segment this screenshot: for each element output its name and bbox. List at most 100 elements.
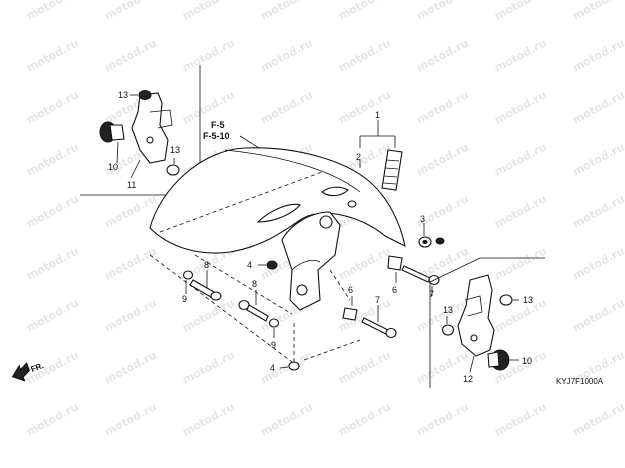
watermark-text: motod.ru (24, 192, 81, 230)
callout-3: 3 (420, 214, 425, 224)
reference-label-f5: F-5 (211, 120, 225, 130)
inset-frame-right (429, 257, 545, 388)
fender-body (149, 147, 406, 254)
callout-2: 2 (356, 152, 361, 162)
watermark-text: motod.ru (414, 0, 471, 23)
callout-9-b: 9 (271, 340, 276, 350)
watermark-text: motod.ru (24, 244, 81, 282)
watermark-text: motod.ru (180, 0, 237, 23)
callout-6-b: 6 (392, 285, 397, 295)
front-fender (149, 147, 406, 315)
watermark-text: motod.ru (492, 0, 549, 23)
callout-13-a: 13 (118, 90, 128, 100)
nut-part-13-a (138, 90, 152, 100)
callout-9-a: 9 (182, 294, 187, 304)
washer-part-9-b (268, 318, 280, 328)
watermark-text: motod.ru (570, 244, 625, 282)
watermark-text: motod.ru (414, 88, 471, 126)
watermark-text: motod.ru (414, 140, 471, 178)
callout-10-a: 10 (108, 162, 118, 172)
watermark-text: motod.ru (102, 36, 159, 74)
nut-part-4-a (266, 260, 278, 270)
bracket-part-11 (131, 92, 169, 164)
bracket-12-flange (464, 295, 483, 317)
fender-crest-line (224, 149, 361, 193)
watermark-text: motod.ru (24, 0, 81, 23)
callout-8-b: 8 (252, 279, 257, 289)
bolt-part-7-a-shank (361, 317, 389, 335)
stay-hole-bottom (296, 284, 308, 296)
watermark-text: motod.ru (258, 0, 315, 23)
fender-dashed-edge (159, 171, 323, 233)
callout-8-a: 8 (204, 260, 209, 270)
grommet-10-collar-a (109, 124, 125, 141)
callout-7-b: 7 (429, 289, 434, 299)
front-arrow-icon (11, 362, 30, 382)
watermark-text: motod.ru (570, 88, 625, 126)
watermark-text: motod.ru (570, 400, 625, 438)
leader-1-bracket (359, 120, 396, 148)
collar-part-6-b (387, 255, 403, 271)
nut-part-13-c (441, 324, 455, 336)
watermark-text: motod.ru (24, 88, 81, 126)
watermark-text: motod.ru (24, 140, 81, 178)
watermark-text: motod.ru (570, 296, 625, 334)
lower-fasteners: 4 8 9 8 9 6 7 4 (149, 254, 397, 373)
watermark-text: motod.ru (492, 192, 549, 230)
nut-part-4-b (288, 361, 300, 371)
bolt-part-8-b-shank (246, 304, 269, 322)
leader-10a (116, 141, 119, 164)
front-direction-indicator: FR. (11, 361, 45, 382)
nut-part-13-b (166, 164, 180, 176)
watermark-text: motod.ru (258, 88, 315, 126)
nut-part-13-d (499, 294, 513, 306)
watermark-text: motod.ru (492, 140, 549, 178)
watermark-text: motod.ru (258, 400, 315, 438)
watermark-text: motod.ru (102, 0, 159, 23)
dashed-ref-right (303, 339, 361, 361)
watermark-text: motod.ru (570, 140, 625, 178)
bracket-12-hole (470, 334, 478, 342)
reference-label-f510: F-5-10 (203, 131, 230, 141)
bolt-part-7-a-head (385, 327, 397, 339)
callout-12: 12 (463, 374, 473, 384)
watermark-text: motod.ru (414, 36, 471, 74)
watermark-text: motod.ru (492, 36, 549, 74)
watermark-text: motod.ru (336, 244, 393, 282)
bracket-11-hole (146, 136, 154, 144)
callout-4-b: 4 (270, 363, 275, 373)
watermark-text: motod.ru (24, 400, 81, 438)
bolt-part-7-b-shank (401, 265, 431, 283)
watermark-text: motod.ru (258, 36, 315, 74)
leader-11 (130, 159, 141, 179)
callout-13-d: 13 (523, 295, 533, 305)
emblem-hatching (382, 159, 400, 185)
right-bracket-inset: 13 13 10 12 (429, 257, 545, 388)
stay-hole-top (319, 215, 333, 229)
watermark-text: motod.ru (102, 348, 159, 386)
watermark-text: motod.ru (102, 244, 159, 282)
leader-12 (469, 355, 475, 373)
bolt-part-8-a-head (210, 291, 222, 301)
callout-10-b: 10 (522, 356, 532, 366)
right-side-fasteners: 3 6 7 (387, 214, 445, 299)
watermark-text: motod.ru (336, 348, 393, 386)
leader-4b (279, 366, 289, 369)
watermark-text: motod.ru (492, 88, 549, 126)
callout-6-a: 6 (348, 285, 353, 295)
watermark-text: motod.ru (180, 348, 237, 386)
watermark-text: motod.ru (180, 400, 237, 438)
watermark-text: motod.ru (180, 36, 237, 74)
callout-11: 11 (127, 180, 136, 190)
dashed-ref-left (149, 254, 293, 363)
watermark-text: motod.ru (414, 400, 471, 438)
washer-3-center (422, 239, 428, 245)
callout-7-a: 7 (375, 295, 380, 305)
collar-part-6-a (342, 307, 358, 321)
emblem-group: 1 2 (356, 110, 403, 191)
watermark-text: motod.ru (414, 192, 471, 230)
watermark-text: motod.ru (336, 36, 393, 74)
left-bracket-inset: 13 10 11 13 (80, 65, 201, 196)
stay-rib (291, 260, 321, 271)
